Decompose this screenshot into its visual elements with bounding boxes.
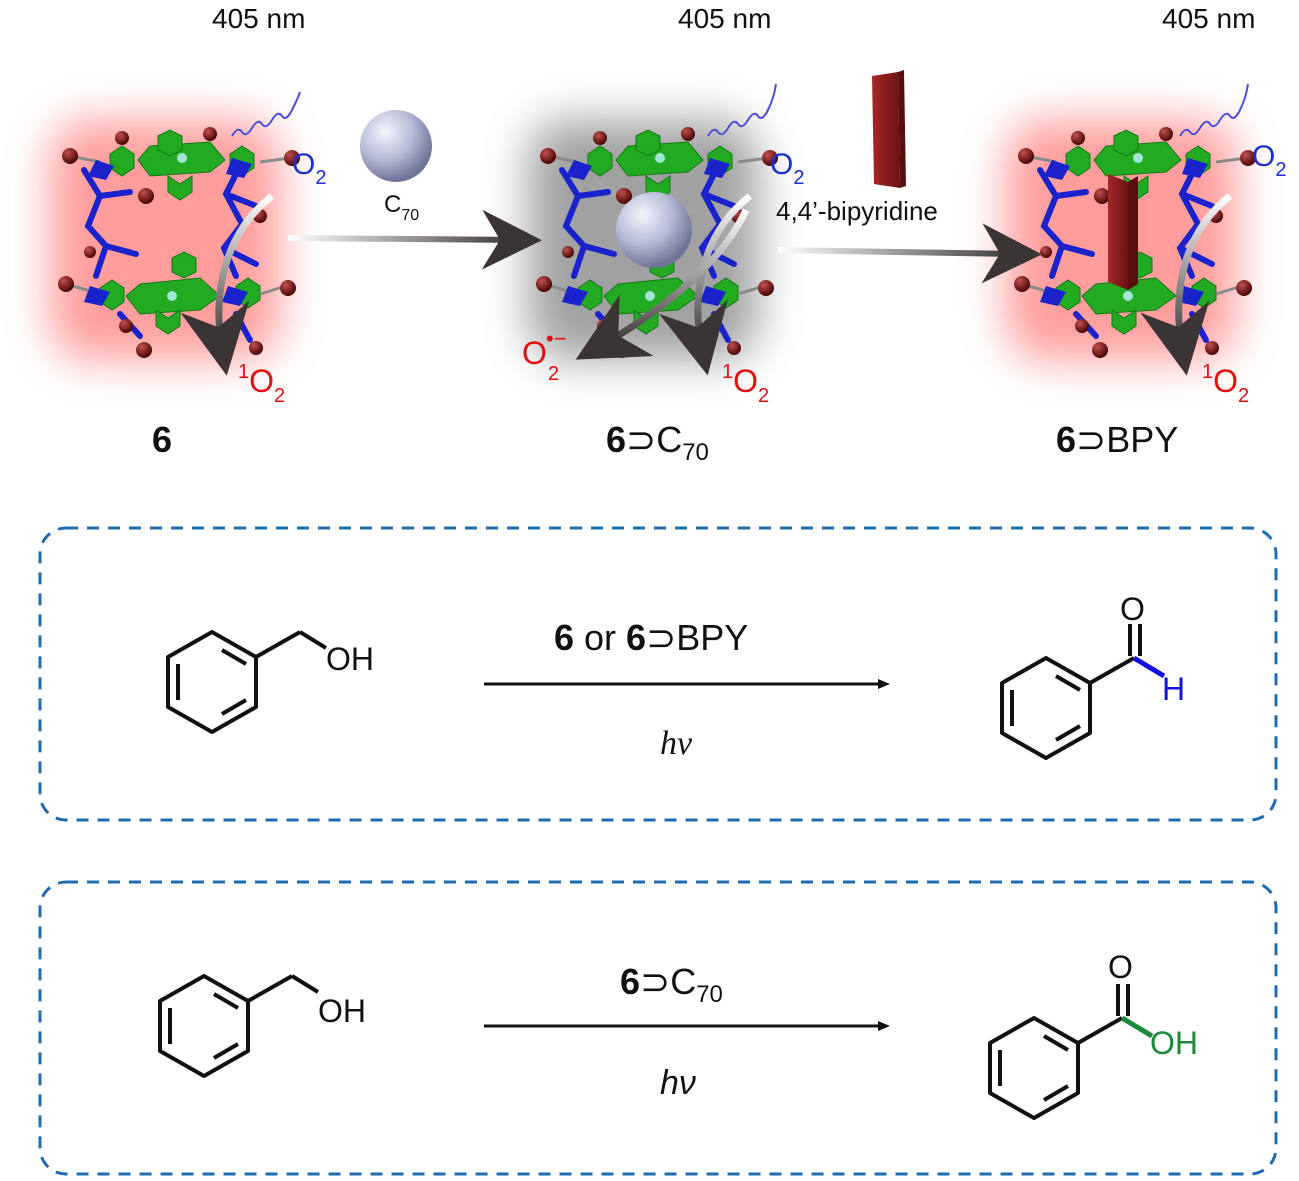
superoxide-sup: •−	[546, 326, 567, 351]
o2-label-3: O2	[1252, 140, 1286, 181]
cage-6-c70	[528, 120, 778, 360]
cage-6-bpy	[1006, 120, 1256, 360]
c70-sphere-icon	[360, 110, 432, 182]
catalyst-label-1: 6 or 6⊃BPY	[554, 617, 748, 658]
light-wave-icon-1	[231, 91, 301, 137]
benzoic-acid-structure	[988, 984, 1130, 1120]
product-oh-label: OH	[1150, 1025, 1198, 1061]
superoxide-sub: 2	[548, 363, 559, 385]
reaction-frame-aldehyde	[38, 526, 1278, 822]
product-h-label: H	[1162, 671, 1185, 707]
o2-label-2: O2	[770, 148, 804, 189]
compound-label-6: 6	[152, 419, 172, 460]
singlet-oxygen-label-2: 1O2	[722, 361, 769, 407]
arrow-add-bpy	[777, 223, 1042, 284]
superoxide-label: O	[522, 335, 547, 371]
wavelength-label-2: 405 nm	[678, 3, 771, 34]
singlet-arrow-3	[1140, 193, 1233, 376]
compound-label-6-c70: 6⊃C70	[606, 419, 709, 466]
acid-oh-bond	[1120, 1015, 1154, 1039]
wavelength-label-1: 405 nm	[212, 3, 305, 34]
bpy-slab-icon	[872, 70, 906, 188]
benzaldehyde-structure	[1000, 624, 1142, 760]
catalyst-label-2: 6⊃C70	[620, 961, 723, 1008]
reactant-oh-label-1: OH	[326, 641, 374, 677]
encapsulated-c70-sphere	[616, 192, 692, 268]
reactant-oh-label-2: OH	[318, 993, 366, 1029]
product-o-label-2: O	[1108, 949, 1133, 985]
singlet-oxygen-label-1: 1O2	[238, 361, 285, 407]
product-o-label-1: O	[1120, 591, 1145, 627]
arrow-add-c70	[287, 209, 542, 270]
benzyl-alcohol-structure-2	[158, 974, 320, 1078]
bpy-reagent-label: 4,4’-bipyridine	[776, 196, 938, 226]
compound-label-6-bpy: 6⊃BPY	[1056, 419, 1178, 460]
aldehyde-h-bond	[1132, 655, 1166, 679]
benzyl-alcohol-structure-1	[166, 630, 328, 734]
wavelength-label-3: 405 nm	[1162, 3, 1255, 34]
light-wave-icon-3	[1179, 83, 1249, 137]
c70-reagent-label: C70	[384, 191, 419, 224]
superoxide-arrow	[575, 208, 750, 360]
condition-hv-2: hν	[660, 1064, 696, 1102]
reaction-frame-acid	[38, 880, 1278, 1176]
singlet-oxygen-label-3: 1O2	[1202, 361, 1249, 407]
light-wave-icon-2	[707, 83, 777, 137]
encapsulated-bpy-slab	[1108, 174, 1138, 290]
singlet-arrow-1	[180, 193, 275, 376]
o2-label-1: O2	[292, 148, 326, 189]
cage-6	[50, 120, 300, 360]
condition-hv-1: hν	[660, 725, 693, 762]
